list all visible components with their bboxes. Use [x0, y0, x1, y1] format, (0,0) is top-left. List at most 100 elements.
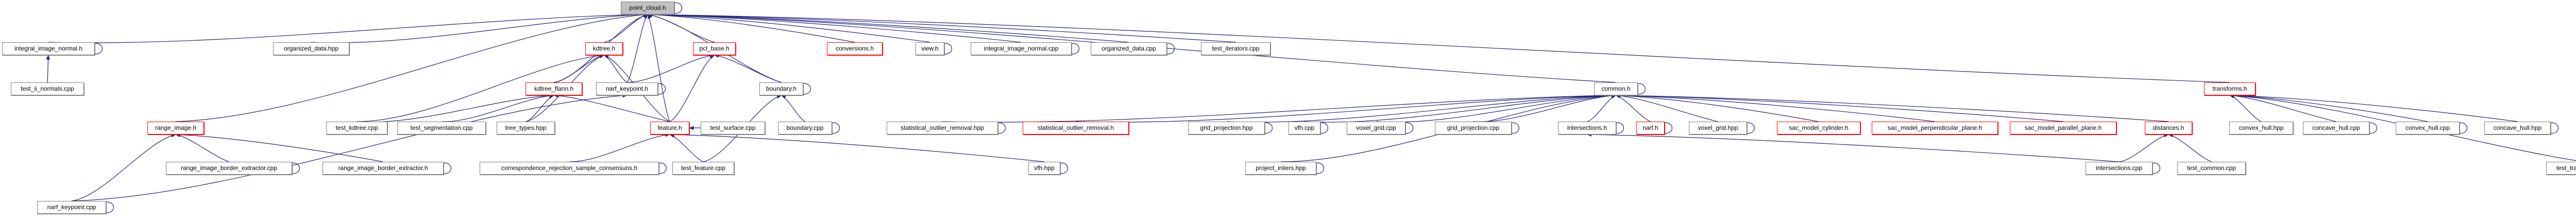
graph-node-organized-data-hpp[interactable]: organized_data.hpp — [273, 42, 349, 55]
graph-node-label: correspondence_rejection_sample_consensu… — [501, 164, 638, 172]
self-loop-edge — [658, 83, 666, 95]
graph-node-label: convex_hull.hpp — [2239, 124, 2284, 131]
graph-edge — [48, 12, 648, 43]
self-loop-edge — [1405, 122, 1414, 134]
self-loop-edge — [1320, 122, 1329, 134]
graph-node-label: range_image_border_extractor.h — [338, 164, 428, 172]
graph-edge — [71, 133, 176, 201]
self-loop-edge — [1512, 122, 1520, 134]
graph-node-test-surface-cpp[interactable]: test_surface.cpp — [701, 122, 765, 134]
graph-node-integral-image-normal-h[interactable]: integral_image_normal.h — [2, 42, 95, 55]
graph-node-intersections-h[interactable]: intersections.h — [1558, 122, 1616, 134]
graph-edge — [669, 133, 704, 162]
graph-edge — [2119, 133, 2169, 162]
graph-node-concave-hull-cpp[interactable]: concave_hull.cpp — [2303, 122, 2369, 134]
graph-node-integral-image-normal-cpp[interactable]: integral_image_normal.cpp — [971, 42, 1072, 55]
graph-node-label: organized_data.hpp — [283, 45, 339, 52]
graph-node-pcl-base-h[interactable]: pcl_base.h — [693, 42, 736, 55]
graph-edge — [46, 55, 50, 83]
graph-node-narf-keypoint-cpp[interactable]: narf_keypoint.cpp — [37, 201, 106, 214]
graph-node-test-segmentation-cpp[interactable]: test_segmentation.cpp — [397, 122, 486, 134]
graph-node-test-common-cpp[interactable]: test_common.cpp — [2177, 162, 2246, 175]
graph-edge — [1615, 93, 1718, 122]
graph-edge — [2168, 133, 2212, 162]
graph-edge — [603, 55, 628, 83]
graph-node-point-cloud-h[interactable]: point_cloud.h — [621, 2, 674, 14]
graph-node-grid-projection-hpp[interactable]: grid_projection.hpp — [1188, 122, 1265, 134]
graph-node-common-h[interactable]: common.h — [1594, 82, 1638, 95]
graph-node-conversions-h[interactable]: conversions.h — [827, 42, 883, 55]
graph-node-label: boundary.cpp — [786, 124, 824, 131]
graph-node-grid-projection-cpp[interactable]: grid_projection.cpp — [1435, 122, 1512, 134]
graph-node-label: test_kdtree.cpp — [335, 124, 378, 131]
graph-node-sac-model-cylinder-h[interactable]: sac_model_cylinder.h — [1777, 122, 1860, 134]
graph-edge — [553, 54, 605, 83]
graph-edge — [2229, 94, 2262, 122]
graph-node-label: statistical_outlier_removal.hpp — [901, 124, 984, 131]
graph-edge — [1587, 95, 1617, 122]
graph-node-voxel-grid-cpp[interactable]: voxel_grid.cpp — [1347, 122, 1405, 134]
graph-edge — [1615, 94, 1651, 122]
graph-node-transforms-h[interactable]: transforms.h — [2204, 82, 2256, 95]
graph-node-range-image-border-extractor-cpp[interactable]: range_image_border_extractor.cpp — [166, 162, 292, 175]
self-loop-edge — [2551, 122, 2559, 134]
graph-edge — [647, 12, 930, 43]
graph-node-concave-hull-hpp[interactable]: concave_hull.hpp — [2484, 122, 2551, 134]
graph-node-narf-h[interactable]: narf.h — [1636, 122, 1665, 134]
self-loop-edge — [1167, 43, 1175, 55]
graph-node-statistical-outlier-removal-hpp[interactable]: statistical_outlier_removal.hpp — [887, 122, 998, 134]
graph-node-kdtree-flann-h[interactable]: kdtree_flann.h — [526, 82, 582, 95]
graph-node-organized-data-cpp[interactable]: organized_data.cpp — [1091, 42, 1167, 55]
graph-node-label: feature.h — [657, 124, 682, 131]
graph-edge — [2229, 93, 2428, 122]
graph-node-vfh-hpp[interactable]: vfh.hpp — [1028, 162, 1060, 175]
graph-edge — [2229, 93, 2518, 122]
graph-node-voxel-grid-hpp[interactable]: voxel_grid.hpp — [1689, 122, 1747, 134]
graph-node-boundary-cpp[interactable]: boundary.cpp — [778, 122, 832, 134]
graph-node-test-kdtree-cpp[interactable]: test_kdtree.cpp — [326, 122, 387, 134]
graph-node-view-h[interactable]: view.h — [916, 42, 944, 55]
graph-node-tree-types-hpp[interactable]: tree_types.hpp — [497, 122, 555, 134]
graph-node-label: convex_hull.cpp — [2405, 124, 2450, 131]
graph-node-feature-h[interactable]: feature.h — [650, 122, 689, 134]
graph-edge — [647, 12, 1129, 43]
graph-node-statistical-outlier-removal-h[interactable]: statistical_outlier_removal.h — [1023, 122, 1129, 134]
graph-edge — [1615, 93, 1935, 122]
graph-node-sac-model-perpendicular-plane-h[interactable]: sac_model_perpendicular_plane.h — [1872, 122, 1998, 134]
graph-edge — [1226, 93, 1617, 123]
self-loop-edge — [95, 43, 103, 55]
graph-edge — [441, 93, 554, 122]
graph-node-test-iterators-cpp[interactable]: test_iterators.cpp — [1201, 42, 1270, 55]
graph-node-distances-h[interactable]: distances.h — [2145, 122, 2192, 134]
graph-node-correspondence-rejection-sample-consensuns-h[interactable]: correspondence_rejection_sample_consensu… — [480, 162, 659, 175]
graph-edge — [647, 13, 715, 43]
graph-node-test-ii-normals-cpp[interactable]: test_ii_normals.cpp — [11, 82, 84, 95]
graph-edge — [357, 93, 554, 123]
graph-node-vfh-cpp[interactable]: vfh.cpp — [1289, 122, 1320, 134]
graph-edge — [526, 95, 554, 122]
graph-node-kdtree-h[interactable]: kdtree.h — [585, 42, 623, 55]
graph-node-test-transforms-cpp[interactable]: test_transforms.cpp — [2546, 162, 2576, 175]
graph-node-range-image-h[interactable]: range_image.h — [147, 122, 204, 134]
graph-node-label: test_common.cpp — [2187, 164, 2236, 172]
self-loop-edge — [1747, 122, 1755, 134]
graph-node-intersections-cpp[interactable]: intersections.cpp — [2086, 162, 2153, 175]
graph-node-convex-hull-cpp[interactable]: convex_hull.cpp — [2396, 122, 2460, 134]
graph-node-sac-model-parallel-plane-h[interactable]: sac_model_parallel_plane.h — [2010, 122, 2116, 134]
graph-edge — [1615, 93, 1819, 122]
graph-edge — [626, 54, 715, 83]
graph-edge — [1376, 93, 1617, 123]
graph-node-label: test_feature.cpp — [681, 164, 726, 172]
graph-node-label: narf.h — [1642, 124, 1658, 131]
self-loop-edge — [1265, 122, 1273, 134]
graph-node-convex-hull-hpp[interactable]: convex_hull.hpp — [2229, 122, 2293, 134]
graph-node-test-feature-cpp[interactable]: test_feature.cpp — [672, 162, 734, 175]
graph-node-label: test_surface.cpp — [710, 124, 756, 131]
graph-node-range-image-border-extractor-h[interactable]: range_image_border_extractor.h — [323, 162, 444, 175]
graph-node-narf-keypoint-h[interactable]: narf_keypoint.h — [596, 82, 658, 95]
graph-node-boundary-h[interactable]: boundary.h — [759, 82, 803, 95]
graph-node-label: intersections.h — [1567, 124, 1607, 131]
graph-node-project-inliers-hpp[interactable]: project_inliers.hpp — [1245, 162, 1316, 175]
